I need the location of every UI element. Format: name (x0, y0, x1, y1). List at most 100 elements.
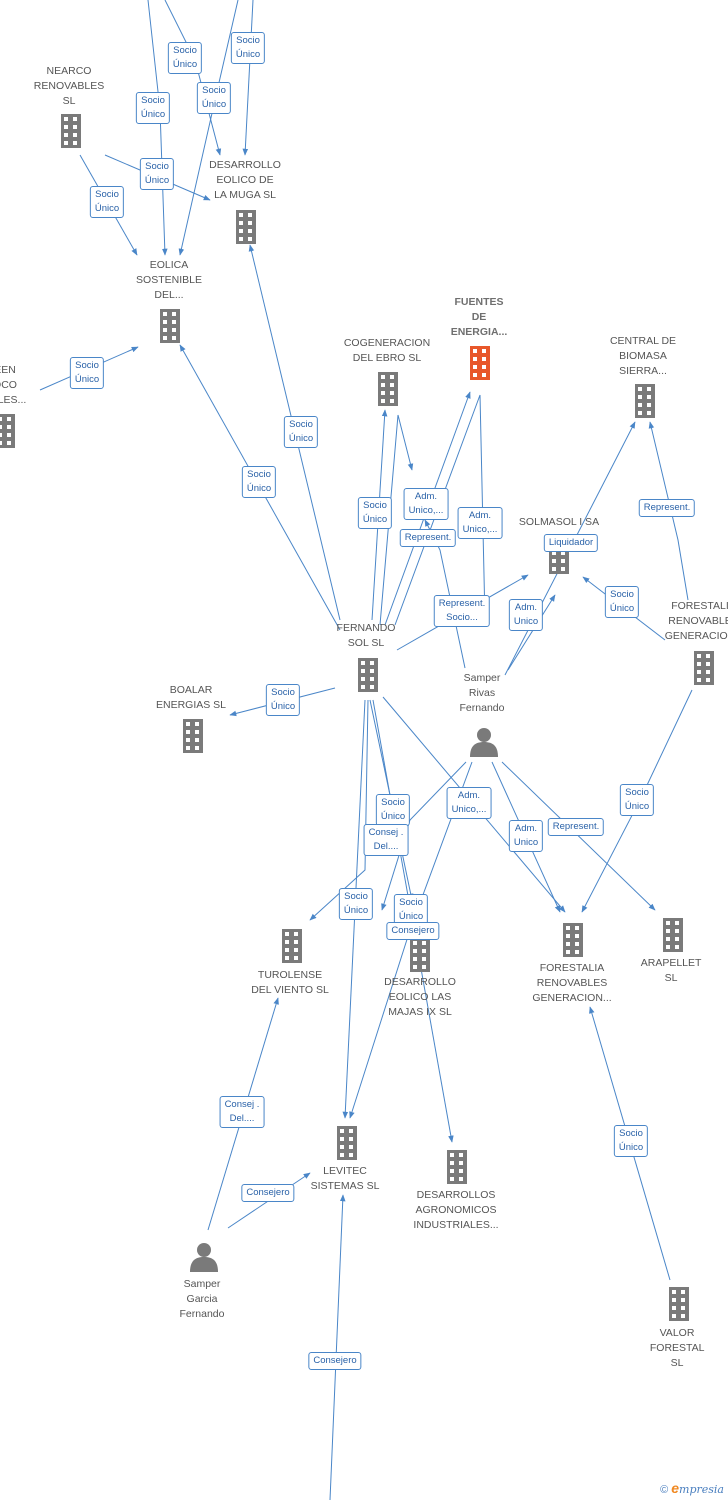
node-label: LEVITEC SISTEMAS SL (310, 1165, 380, 1192)
node-fuentes[interactable]: FUENTES DE ENERGIA... (451, 295, 508, 340)
node-label: COGENERACION DEL EBRO SL (343, 337, 431, 364)
edge-line (147, 0, 168, 256)
edge-line (379, 414, 414, 626)
edge-label: Socio Único (139, 158, 175, 190)
building-icon[interactable] (61, 114, 81, 148)
node-fernando[interactable]: FERNANDO SOL SL (337, 621, 396, 651)
node-label: FUENTES DE ENERGIA... (450, 296, 508, 338)
edge-label: Adm. Unico,... (457, 507, 503, 539)
node-label: NEARCO RENOVABLES SL (33, 65, 105, 107)
building-icon[interactable] (447, 1150, 467, 1184)
building-icon[interactable] (358, 658, 378, 692)
node-arapellet[interactable]: ARAPELLET SL (641, 956, 702, 986)
node-samperRivas[interactable]: Samper Rivas Fernando (460, 671, 505, 716)
node-forestaliaM[interactable]: FORESTALIA RENOVABLES GENERACION... (532, 961, 611, 1006)
edge-label: Consejero (308, 1352, 362, 1370)
node-label: TUROLENSE DEL VIENTO SL (251, 969, 329, 996)
building-icon[interactable] (694, 651, 714, 685)
node-label: CENTRAL DE BIOMASA SIERRA... (609, 335, 677, 377)
edge-line (178, 0, 239, 256)
node-leftcut[interactable]: EEN OCO ABLES... (0, 363, 26, 408)
person-icon[interactable] (190, 1243, 218, 1272)
edge-line (329, 1194, 346, 1500)
edge-label: Socio Único (604, 586, 640, 618)
edge-label: Represent. (547, 818, 605, 836)
node-eolica[interactable]: EOLICA SOSTENIBLE DEL... (136, 258, 202, 303)
edge-label: Adm. Unico,... (446, 787, 492, 819)
edge-label: Consejero (386, 922, 440, 940)
node-label: DESARROLLO EOLICO DE LA MUGA SL (209, 159, 281, 201)
edge-line (309, 699, 369, 921)
edge-lines (39, 0, 693, 1500)
building-icon[interactable] (183, 719, 203, 753)
node-label: DESARROLLOS AGRONOMICOS INDUSTRIALES... (413, 1189, 499, 1231)
edge-label: Represent. Socio... (433, 595, 491, 627)
building-icon[interactable] (378, 372, 398, 406)
building-icon[interactable] (236, 210, 256, 244)
edge-label: Socio Único (393, 894, 429, 926)
node-muga[interactable]: DESARROLLO EOLICO DE LA MUGA SL (209, 158, 281, 203)
edge-label: Consej . Del.... (219, 1096, 265, 1128)
node-biomasa[interactable]: CENTRAL DE BIOMASA SIERRA... (610, 334, 676, 379)
node-label: Samper Garcia Fernando (179, 1278, 225, 1320)
node-label: DESARROLLO EOLICO LAS MAJAS IX SL (384, 976, 456, 1018)
edge-label: Socio Único (135, 92, 171, 124)
brand-logo-e: e (671, 1480, 680, 1496)
edge-line (501, 761, 656, 911)
edge-label: Consejero (241, 1184, 295, 1202)
node-label: EEN OCO ABLES... (0, 364, 27, 406)
edge-label: Adm. Unico,... (403, 488, 449, 520)
node-boalar[interactable]: BOALAR ENERGIAS SL (156, 683, 226, 713)
building-icon[interactable] (337, 1126, 357, 1160)
building-icon[interactable] (160, 309, 180, 343)
node-cogen[interactable]: COGENERACION DEL EBRO SL (344, 336, 430, 366)
node-label: FORESTALIA RENOVABLES GENERACION... (532, 962, 612, 1004)
building-icon[interactable] (563, 923, 583, 957)
edge-label: Socio Único (230, 32, 266, 64)
building-icon[interactable] (663, 918, 683, 952)
edge-label: Socio Único (613, 1125, 649, 1157)
edge-label: Socio Único (283, 416, 319, 448)
node-label: BOALAR ENERGIAS SL (155, 684, 227, 711)
building-icon[interactable] (410, 938, 430, 972)
node-majas[interactable]: DESARROLLO EOLICO LAS MAJAS IX SL (384, 975, 456, 1020)
edge-label: Represent. (399, 529, 457, 547)
edge-line (507, 594, 556, 671)
building-icon[interactable] (0, 414, 15, 448)
person-icon[interactable] (470, 728, 498, 757)
edge-label: Socio Único (69, 357, 105, 389)
brand-logo-text: mpresia (679, 1483, 724, 1496)
edge-label: Consej . Del.... (363, 824, 409, 856)
edge-label: Socio Único (241, 466, 277, 498)
brand-footer[interactable]: © empresia (660, 1480, 724, 1496)
building-icon[interactable] (635, 384, 655, 418)
node-label: EOLICA SOSTENIBLE DEL... (136, 259, 202, 301)
node-turolense[interactable]: TUROLENSE DEL VIENTO SL (251, 968, 329, 998)
node-label: Samper Rivas Fernando (459, 672, 505, 714)
node-label: FORESTALI RENOVABLE GENERACION (664, 600, 728, 642)
node-samperGarcia[interactable]: Samper Garcia Fernando (180, 1277, 225, 1322)
edge-line (242, 0, 254, 156)
node-nearco[interactable]: NEARCO RENOVABLES SL (34, 64, 104, 109)
node-valor[interactable]: VALOR FORESTAL SL (650, 1326, 705, 1371)
edge-label: Socio Único (196, 82, 232, 114)
node-forestaliaR[interactable]: FORESTALI RENOVABLE GENERACION (665, 599, 728, 644)
edge-label: Adm. Unico (508, 599, 544, 631)
node-label: FERNANDO SOL SL (336, 622, 396, 649)
edge-label: Socio Único (265, 684, 301, 716)
focus-building-icon[interactable] (470, 346, 490, 380)
edge-label: Socio Único (357, 497, 393, 529)
edge-label: Adm. Unico (508, 820, 544, 852)
node-levitec[interactable]: LEVITEC SISTEMAS SL (311, 1164, 380, 1194)
edge-line (381, 761, 467, 911)
building-icon[interactable] (669, 1287, 689, 1321)
copyright-symbol: © (660, 1484, 669, 1496)
node-label[interactable]: SOLMASOL I SA (518, 516, 600, 528)
edge-label: Liquidador (543, 534, 599, 552)
building-icon[interactable] (282, 929, 302, 963)
edge-label: Socio Único (375, 794, 411, 826)
edge-line (648, 421, 689, 601)
node-agronomicos[interactable]: DESARROLLOS AGRONOMICOS INDUSTRIALES... (413, 1188, 498, 1233)
edge-label: Socio Único (338, 888, 374, 920)
